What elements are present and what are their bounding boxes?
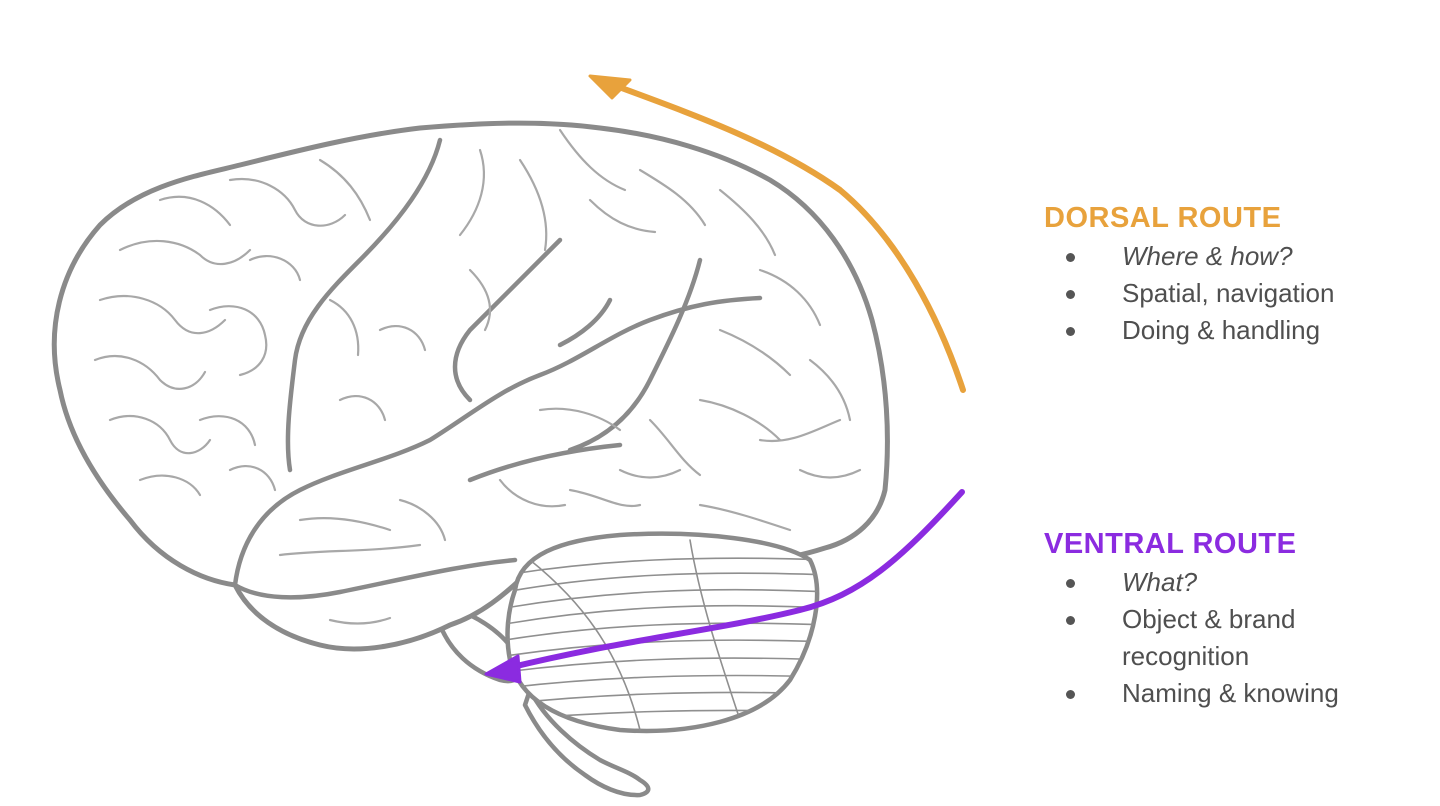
dorsal-arrow-head: [588, 74, 632, 100]
ventral-arrow-head: [484, 654, 522, 684]
dorsal-item: Where & how?: [1044, 238, 1424, 275]
brain-stem: [522, 687, 651, 798]
ventral-item: What?: [1044, 564, 1424, 601]
ventral-route-title: VENTRAL ROUTE: [1044, 528, 1297, 560]
ventral-item: Object & brand recognition: [1044, 601, 1422, 675]
dorsal-route-arrow: [597, 77, 966, 393]
ventral-route-list: What? Object & brand recognition Naming …: [1044, 564, 1424, 712]
ventral-route-arrow: [497, 489, 965, 673]
dorsal-item: Spatial, navigation: [1044, 275, 1424, 312]
lateral-fissure: [232, 295, 763, 588]
ventral-route-legend: VENTRAL ROUTE What? Object & brand recog…: [1044, 526, 1424, 712]
dorsal-route-list: Where & how? Spatial, navigation Doing &…: [1044, 238, 1424, 349]
cerebellum: [505, 531, 820, 734]
dorsal-item: Doing & handling: [1044, 312, 1424, 349]
dorsal-route-title: DORSAL ROUTE: [1044, 202, 1282, 234]
ventral-item: Naming & knowing: [1044, 675, 1424, 712]
gyri-texture: [93, 128, 862, 625]
central-sulcus: [285, 137, 443, 473]
dorsal-route-legend: DORSAL ROUTE Where & how? Spatial, navig…: [1044, 200, 1424, 349]
